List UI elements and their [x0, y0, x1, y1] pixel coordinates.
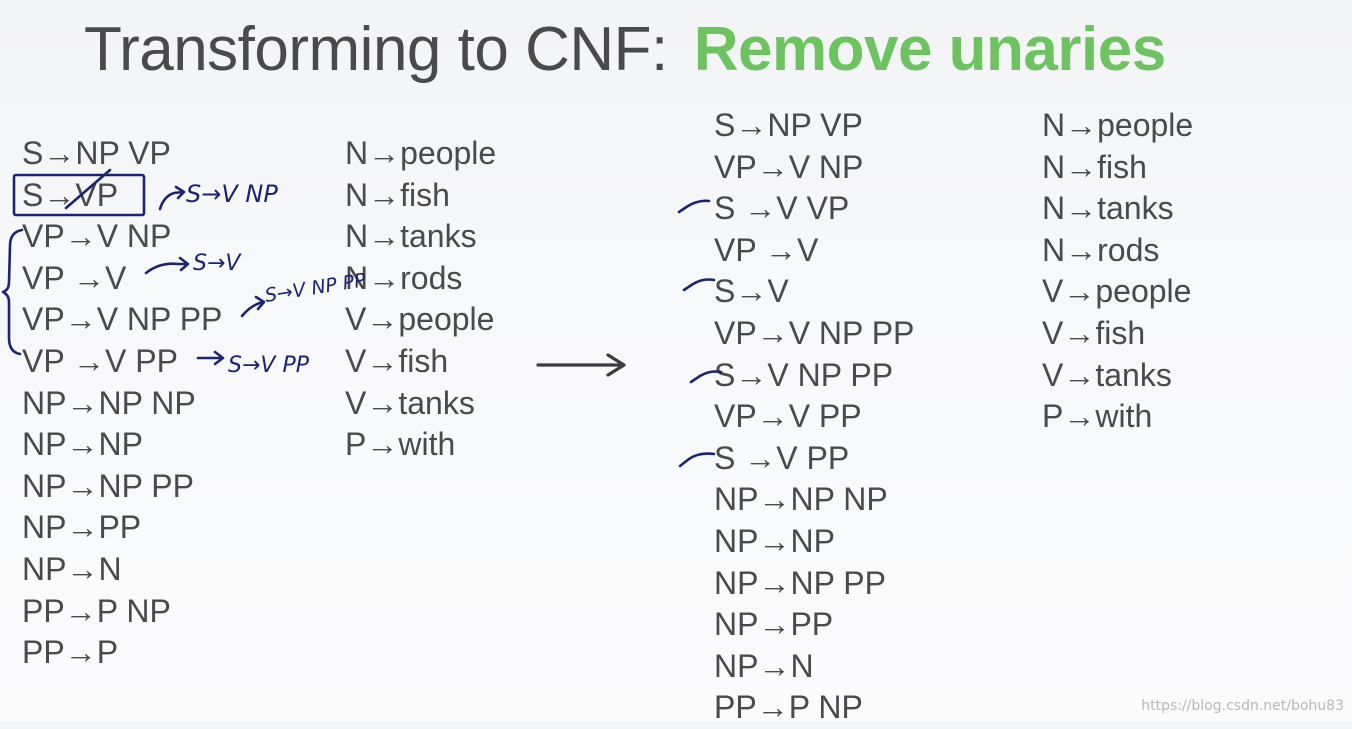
grammar-rule: PP→P NP	[22, 592, 171, 629]
checkmark-icon	[678, 452, 716, 468]
grammar-rule: PP→P	[22, 634, 119, 671]
lexicon-rule: V→people	[1042, 273, 1192, 310]
grammar-rule: VP →V PP	[22, 342, 178, 379]
lexicon-rule: V→tanks	[1042, 356, 1172, 393]
grammar-rule: S→NP VP	[22, 135, 171, 171]
grammar-rule: NP→NP NP	[714, 481, 888, 518]
transformed-lexicon-list: N→people N→fish N→tanks N→rods V→people …	[1042, 105, 1193, 438]
grammar-rule: S→VP	[22, 176, 119, 213]
grammar-rule: S→NP VP	[714, 107, 863, 143]
grammar-rule: VP →V	[714, 231, 819, 268]
grammar-rule-checked: S→V NP PP	[714, 356, 894, 393]
lexicon-rule: N→people	[345, 135, 497, 171]
watermark: https://blog.csdn.net/bohu83	[1141, 698, 1344, 714]
grammar-rule-checked: S →V PP	[714, 439, 850, 476]
grammar-rule: VP→V NP PP	[22, 301, 223, 338]
lexicon-rule: N→rods	[345, 259, 463, 296]
lexicon-rule: P→with	[1042, 398, 1153, 435]
grammar-rule: NP→NP	[22, 426, 143, 463]
checkmark-icon	[677, 199, 711, 214]
grammar-rule: VP →V	[22, 259, 127, 296]
lexicon-rule: N→people	[1042, 107, 1194, 143]
grammar-rule: NP→NP NP	[22, 384, 196, 421]
grammar-rule: VP→V NP	[22, 218, 172, 255]
grammar-rule: NP→NP PP	[22, 467, 194, 504]
handwritten-note: S→V PP	[228, 353, 310, 378]
lexicon-rule: P→with	[345, 426, 456, 463]
grammar-rule: NP→NP PP	[714, 564, 886, 601]
lexicon-rule: N→fish	[345, 176, 450, 213]
original-rules-list: S→NP VP S→VP VP→V NP VP →V VP→V NP PP VP…	[22, 133, 222, 674]
lexicon-rule: V→fish	[345, 342, 449, 379]
grammar-rule: NP→PP	[714, 606, 834, 643]
lexicon-rule: V→people	[345, 301, 495, 338]
original-lexicon-list: N→people N→fish N→tanks N→rods V→people …	[345, 133, 496, 466]
brace-mark	[1, 228, 24, 356]
lexicon-rule: V→fish	[1042, 314, 1146, 351]
lexicon-rule: N→tanks	[345, 218, 477, 255]
slide-title: Transforming to CNF: Remove unaries	[84, 10, 1166, 90]
grammar-rule: VP→V NP	[714, 148, 864, 185]
lexicon-rule: V→tanks	[345, 384, 475, 421]
lexicon-rule: N→fish	[1042, 148, 1147, 185]
grammar-rule: VP→V PP	[714, 398, 862, 435]
transformed-rules-list: S→NP VP VP→V NP S →V VP VP →V S→V VP→V N…	[714, 105, 914, 729]
grammar-rule: NP→NP	[714, 522, 835, 559]
right-arrow-icon	[536, 353, 626, 377]
title-accent: Remove unaries	[693, 15, 1167, 84]
grammar-rule: NP→N	[22, 550, 122, 587]
grammar-rule: PP→P NP	[714, 689, 863, 726]
grammar-rule: VP→V NP PP	[714, 314, 915, 351]
grammar-rule-checked: S→V	[714, 273, 789, 310]
grammar-rule: NP→N	[714, 647, 814, 684]
title-main: Transforming to CNF:	[84, 15, 668, 84]
grammar-rule-checked: S →V VP	[714, 190, 850, 227]
lexicon-rule: N→rods	[1042, 231, 1160, 268]
grammar-rule: NP→PP	[22, 509, 142, 546]
checkmark-icon	[682, 278, 716, 292]
lexicon-rule: N→tanks	[1042, 190, 1174, 227]
